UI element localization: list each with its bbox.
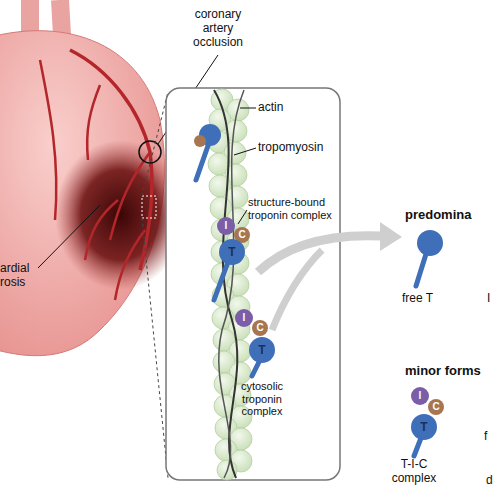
form-label: T-I-C complex — [386, 458, 442, 486]
zoom-line — [142, 92, 168, 196]
form-label: I — [487, 292, 490, 306]
node-letter: T — [420, 421, 427, 433]
callout-label: ardial rosis — [0, 262, 42, 290]
tropomyosin-strand — [214, 90, 237, 478]
group-heading: predomina — [405, 208, 471, 223]
leader-line — [234, 148, 256, 155]
troponin-c: C — [252, 320, 268, 336]
troponin-i: I — [411, 387, 429, 405]
release-arrow — [272, 250, 322, 330]
troponin-t: T — [249, 337, 275, 363]
form-label: d — [486, 474, 493, 488]
leader-line — [238, 210, 247, 224]
node-letter: C — [256, 323, 263, 333]
actin-filament — [208, 89, 252, 480]
free-t-blob — [417, 230, 443, 256]
troponin-tail — [416, 254, 426, 286]
callout-label: coronary artery occlusion — [178, 8, 258, 49]
group-heading: minor forms — [405, 364, 481, 379]
arrow-head — [380, 222, 402, 251]
zoom-panel — [166, 88, 340, 480]
troponin-tail — [414, 438, 421, 456]
node-letter: T — [258, 344, 265, 356]
coronary-branch — [40, 60, 150, 300]
troponin-c: C — [428, 399, 444, 415]
part-label: structure-bound troponin complex — [248, 196, 343, 221]
troponin-t: T — [219, 239, 245, 265]
node-letter: I — [419, 391, 422, 401]
form-label: f — [484, 430, 487, 444]
zoom-box — [142, 196, 156, 218]
occlusion-circle — [139, 141, 161, 163]
leader-line — [38, 205, 100, 268]
troponin-c-blob — [194, 135, 206, 147]
troponin-tail — [214, 262, 228, 300]
part-label: tropomyosin — [258, 141, 323, 155]
leader-line — [240, 108, 256, 109]
part-label: cytosolic troponin complex — [226, 380, 298, 418]
troponin-i: I — [235, 309, 253, 327]
zoom-line — [142, 218, 168, 478]
node-letter: C — [432, 402, 439, 412]
troponin-i: I — [217, 217, 235, 235]
part-label: actin — [258, 101, 283, 115]
form-label: free T — [402, 292, 433, 306]
node-letter: I — [225, 221, 228, 231]
node-letter: C — [238, 230, 245, 240]
node-letter: T — [228, 246, 235, 258]
troponin-tail — [252, 362, 259, 376]
node-letter: I — [243, 313, 246, 323]
troponin-t: T — [411, 414, 437, 440]
